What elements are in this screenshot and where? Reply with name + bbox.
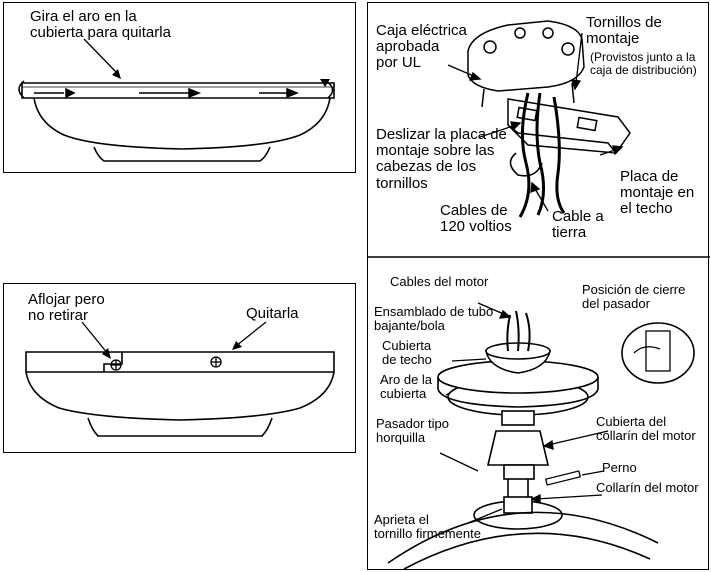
pin-label: Perno [602, 460, 637, 475]
ceiling-plate-label: Placa de montaje en el techo [620, 168, 695, 218]
hairpin-label: Pasador tipo horquilla [376, 416, 449, 446]
ground-wire-label: Cable a tierra [552, 208, 604, 242]
loosen-label: Aflojar pero no retirar [28, 291, 105, 325]
canopy-label: Cubierta de techo [382, 338, 432, 368]
panel-rotate-ring: Gira el aro en la cubierta para quitarla [3, 2, 356, 173]
canopy-ring-illustration [18, 38, 335, 162]
mounting-screws-note: (Provistos junto a la caja de distribuci… [590, 50, 697, 77]
canopy-ring-label: Aro de la cubierta [380, 372, 433, 402]
panel-installation: Caja eléctrica aprobada por UL Tornillos… [367, 2, 710, 570]
cables-120v-label: Cables de 120 voltios [440, 202, 512, 236]
lock-position-label: Posición de cierre del pasador [582, 282, 686, 312]
collar-cover-label: Cubierta del collarín del motor [596, 414, 696, 444]
motor-wires-label: Cables del motor [390, 274, 489, 289]
installation-illustration [368, 20, 710, 570]
downrod-label: Ensamblado de tubo bajante/bola [374, 304, 494, 334]
panel-screws: Aflojar pero no retirar Quitarla [3, 283, 356, 453]
panel-a-label: Gira el aro en la cubierta para quitarla [30, 8, 171, 42]
junction-box-label: Caja eléctrica aprobada por UL [376, 22, 467, 72]
mounting-screws-label: Tornillos de montaje [586, 14, 662, 48]
motor-collar-label: Collarín del motor [596, 480, 699, 495]
canopy-screws-illustration [25, 321, 335, 437]
tighten-screw-label: Aprieta el tornillo firmemente [374, 512, 481, 542]
remove-label: Quitarla [246, 305, 299, 322]
slide-plate-label: Deslizar la placa de montaje sobre las c… [376, 126, 507, 192]
